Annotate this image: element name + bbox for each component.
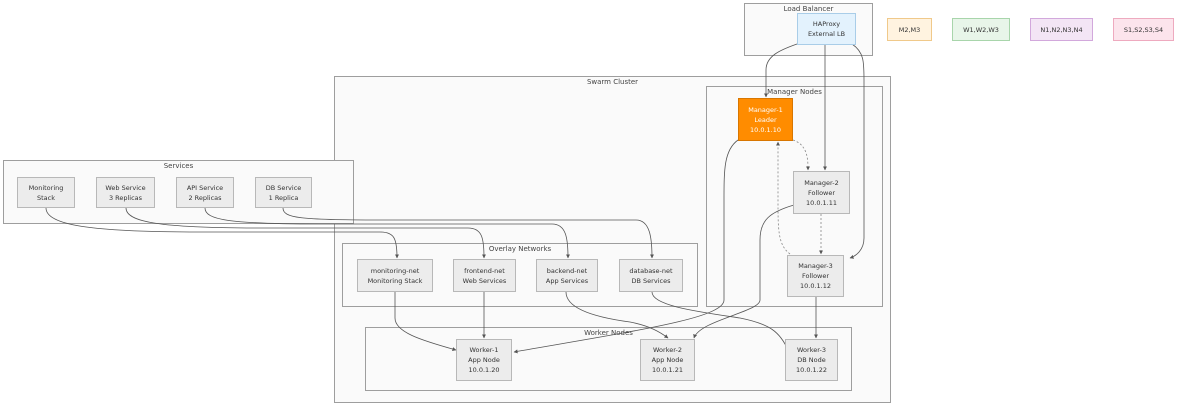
edge-database-worker3 (651, 291, 789, 351)
network-backend-node: backend-net App Services (536, 259, 598, 292)
edge-manager2-worker2 (693, 204, 795, 339)
legend-managers: M2,M3 (887, 18, 932, 41)
edge-manager1-manager2 (792, 139, 810, 171)
swarm-cluster-title: Swarm Cluster (586, 78, 639, 86)
service-db-node: DB Service 1 Replica (255, 177, 312, 208)
service-web-node: Web Service 3 Replicas (96, 177, 155, 208)
worker-nodes-cluster: Worker Nodes (365, 327, 852, 391)
legend-workers: W1,W2,W3 (952, 18, 1010, 41)
manager-2-node: Manager-2 Follower 10.0.1.11 (793, 171, 850, 214)
service-api-node: API Service 2 Replicas (176, 177, 234, 208)
network-frontend-node: frontend-net Web Services (453, 259, 516, 292)
edge-api-net (204, 207, 570, 259)
legend-networks: N1,N2,N3,N4 (1030, 18, 1093, 41)
manager-3-node: Manager-3 Follower 10.0.1.12 (787, 255, 844, 297)
haproxy-node: HAProxy External LB (797, 13, 856, 45)
edge-monitoring-net (45, 207, 399, 259)
edge-manager1-worker1 (513, 139, 739, 354)
load-balancer-title: Load Balancer (783, 5, 834, 13)
edge-manager3-manager1 (776, 141, 791, 255)
network-database-node: database-net DB Services (619, 259, 683, 292)
edge-monitoring-worker1 (394, 292, 457, 351)
worker-2-node: Worker-2 App Node 10.0.1.21 (640, 339, 695, 381)
edge-backend-worker2 (565, 291, 669, 339)
edge-db-net (282, 207, 654, 259)
edge-haproxy-manager3 (849, 43, 865, 259)
services-title: Services (163, 162, 194, 170)
edge-haproxy-manager1 (764, 43, 798, 98)
service-monitoring-node: Monitoring Stack (17, 177, 75, 208)
overlay-networks-title: Overlay Networks (488, 245, 552, 253)
manager-1-node: Manager-1 Leader 10.0.1.10 (738, 98, 793, 141)
legend-services: S1,S2,S3,S4 (1113, 18, 1174, 41)
worker-1-node: Worker-1 App Node 10.0.1.20 (456, 339, 512, 381)
network-monitoring-node: monitoring-net Monitoring Stack (357, 259, 433, 292)
manager-nodes-title: Manager Nodes (767, 88, 822, 96)
edge-web-net (125, 207, 486, 259)
worker-3-node: Worker-3 DB Node 10.0.1.22 (785, 339, 838, 381)
worker-nodes-title: Worker Nodes (584, 329, 633, 337)
